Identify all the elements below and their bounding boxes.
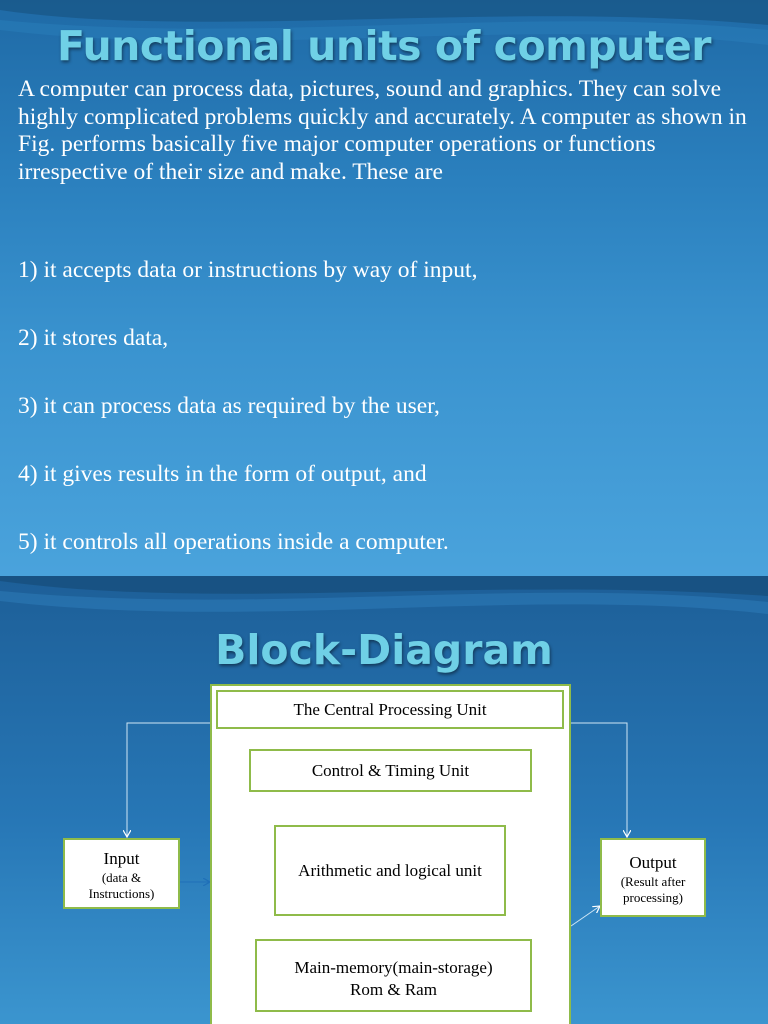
list-item: 1) it accepts data or instructions by wa…: [18, 257, 478, 283]
memory-type-label: Rom & Ram: [350, 980, 437, 999]
memory-label: Main-memory(main-storage): [294, 958, 493, 977]
input-sublabel: (data & Instructions): [88, 870, 155, 901]
memory-box: Main-memory(main-storage) Rom & Ram: [255, 939, 532, 1012]
control-unit-box: Control & Timing Unit: [249, 749, 532, 792]
cpu-header-box: The Central Processing Unit: [216, 690, 564, 729]
output-label: Output: [629, 853, 677, 872]
slide-functional-units: Functional units of computer A computer …: [0, 0, 768, 576]
input-label: Input: [103, 849, 140, 868]
intro-paragraph: A computer can process data, pictures, s…: [18, 76, 747, 185]
cpu-label: The Central Processing Unit: [293, 699, 487, 719]
slide-block-diagram: Block-Diagram The Central Processing Uni…: [0, 576, 768, 1024]
input-box: Input (data & Instructions): [63, 838, 180, 909]
alu-label: Arithmetic and logical unit: [298, 860, 482, 880]
list-item: 4) it gives results in the form of outpu…: [18, 461, 427, 487]
page-title: Functional units of computer: [57, 22, 712, 70]
output-box: Output (Result after processing): [600, 838, 706, 917]
diagram-title: Block-Diagram: [215, 626, 553, 674]
function-list: 1) it accepts data or instructions by wa…: [18, 253, 477, 576]
control-unit-label: Control & Timing Unit: [311, 760, 470, 780]
list-item: 5) it controls all operations inside a c…: [18, 529, 449, 555]
output-sublabel: (Result after processing): [620, 874, 686, 905]
alu-box: Arithmetic and logical unit: [274, 825, 506, 916]
list-item: 2) it stores data,: [18, 325, 169, 351]
list-item: 3) it can process data as required by th…: [18, 393, 440, 419]
